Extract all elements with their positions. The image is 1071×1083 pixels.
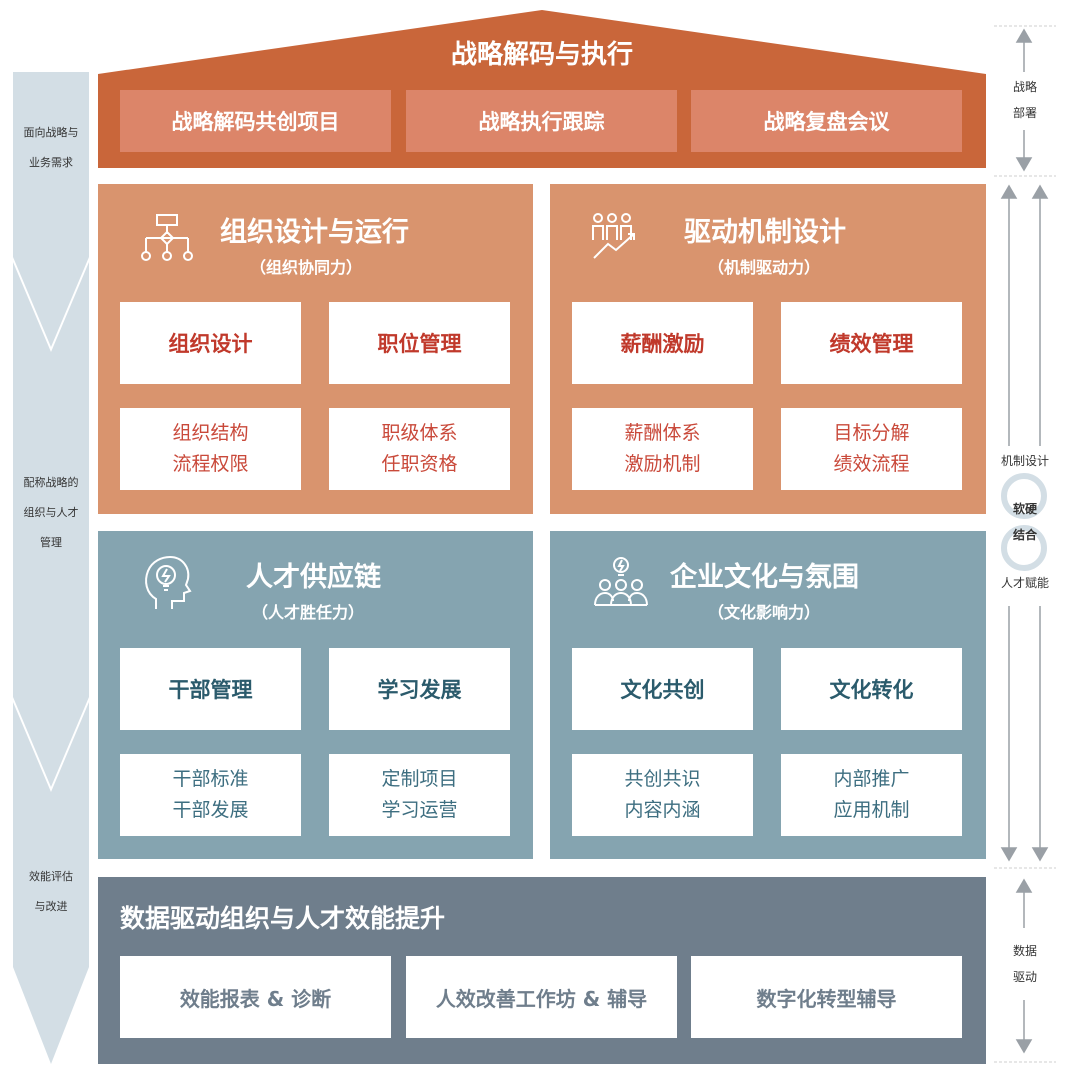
card-org-design-body: 组织结构 流程权限: [120, 408, 301, 490]
card-culture-transform-body-2: 应用机制: [833, 799, 910, 821]
card-org-design-body-2: 流程权限: [172, 453, 249, 475]
left-stage-1-line1: 面向战略与: [23, 126, 79, 139]
card-learning-head: 学习发展: [329, 648, 510, 730]
left-stage-3-line1: 效能评估: [29, 870, 73, 883]
panel-drive-subtitle: （机制驱动力）: [708, 258, 821, 277]
right-label-mechanism: 机制设计: [1000, 454, 1049, 468]
left-stage-2-line1: 配称战略的: [23, 476, 79, 489]
right-label-talent: 人才赋能: [1000, 576, 1049, 590]
roof-title: 战略解码与执行: [450, 40, 633, 70]
card-position-body: 职级体系 任职资格: [329, 408, 510, 490]
card-compensation-body: 薪酬体系 激励机制: [572, 408, 753, 490]
card-learning-body-2: 学习运营: [381, 799, 458, 821]
data-section-title: 数据驱动组织与人才效能提升: [120, 904, 446, 933]
panel-culture-title: 企业文化与氛围: [670, 562, 859, 593]
card-performance-body-1: 目标分解: [833, 422, 910, 444]
card-performance-body-2: 绩效流程: [833, 453, 910, 475]
head-lightbulb-icon: [145, 555, 192, 609]
right-label-strategy-2: 部署: [1012, 106, 1037, 120]
right-column-lines: [994, 25, 1056, 1063]
panel-org-title: 组织设计与运行: [220, 217, 409, 248]
card-culture-transform-body-1: 内部推广: [833, 768, 910, 790]
right-label-strategy-1: 战略: [1012, 80, 1037, 94]
panel-talent-subtitle: （人才胜任力）: [252, 603, 365, 622]
card-learning-body-1: 定制项目: [381, 768, 458, 790]
left-stage-3: 效能评估 与改进: [13, 862, 89, 922]
left-stage-arrow: [13, 72, 89, 1064]
card-cadre-body-2: 干部发展: [172, 799, 249, 821]
card-position-head: 职位管理: [329, 302, 510, 384]
card-learning-body: 定制项目 学习运营: [329, 754, 510, 836]
right-label-combine-1: 软硬: [1012, 502, 1037, 516]
card-performance-body: 目标分解 绩效流程: [781, 408, 962, 490]
org-chart-icon: [141, 214, 193, 261]
panel-org-subtitle: （组织协同力）: [250, 258, 363, 277]
card-org-design-head: 组织设计: [120, 302, 301, 384]
card-cadre-body: 干部标准 干部发展: [120, 754, 301, 836]
data-item-3: 数字化转型辅导: [691, 956, 962, 1038]
panel-drive-title: 驱动机制设计: [684, 217, 846, 248]
card-compensation-body-1: 薪酬体系: [624, 422, 701, 444]
card-compensation-body-2: 激励机制: [624, 453, 701, 475]
card-culture-cocreate-body-2: 内容内涵: [624, 799, 701, 821]
card-performance-head: 绩效管理: [781, 302, 962, 384]
right-label-data: 数据 驱动: [995, 938, 1055, 990]
right-label-combine: 软硬 结合: [995, 496, 1055, 548]
card-position-body-1: 职级体系: [381, 422, 458, 444]
card-culture-cocreate-body-1: 共创共识: [624, 768, 701, 790]
group-idea-icon: [594, 557, 648, 606]
card-cadre-body-1: 干部标准: [172, 768, 249, 790]
panel-culture-subtitle: （文化影响力）: [708, 603, 821, 622]
right-label-strategy: 战略 部署: [995, 74, 1055, 126]
left-stage-2-line2: 组织与人才: [23, 506, 79, 519]
left-stage-3-line2: 与改进: [34, 900, 68, 913]
card-culture-cocreate-body: 共创共识 内容内涵: [572, 754, 753, 836]
roof-item-1: 战略解码共创项目: [120, 90, 391, 152]
data-item-1: 效能报表 & 诊断: [120, 956, 391, 1038]
card-culture-cocreate-head: 文化共创: [572, 648, 753, 730]
left-stage-1-line2: 业务需求: [29, 156, 73, 169]
card-culture-transform-body: 内部推广 应用机制: [781, 754, 962, 836]
left-stage-2: 配称战略的 组织与人才 管理: [13, 468, 89, 558]
card-position-body-2: 任职资格: [381, 453, 458, 475]
right-label-data-1: 数据: [1012, 944, 1037, 958]
team-growth-icon: [592, 213, 635, 259]
right-label-data-2: 驱动: [1012, 970, 1037, 984]
card-org-design-body-1: 组织结构: [172, 422, 249, 444]
card-cadre-head: 干部管理: [120, 648, 301, 730]
card-compensation-head: 薪酬激励: [572, 302, 753, 384]
roof-item-3: 战略复盘会议: [691, 90, 962, 152]
right-label-combine-2: 结合: [1012, 528, 1037, 542]
left-stage-1: 面向战略与 业务需求: [13, 118, 89, 178]
roof-item-2: 战略执行跟踪: [406, 90, 677, 152]
left-stage-2-line3: 管理: [40, 536, 62, 549]
data-item-2: 人效改善工作坊 & 辅导: [406, 956, 677, 1038]
card-culture-transform-head: 文化转化: [781, 648, 962, 730]
panel-talent-title: 人才供应链: [246, 562, 381, 593]
